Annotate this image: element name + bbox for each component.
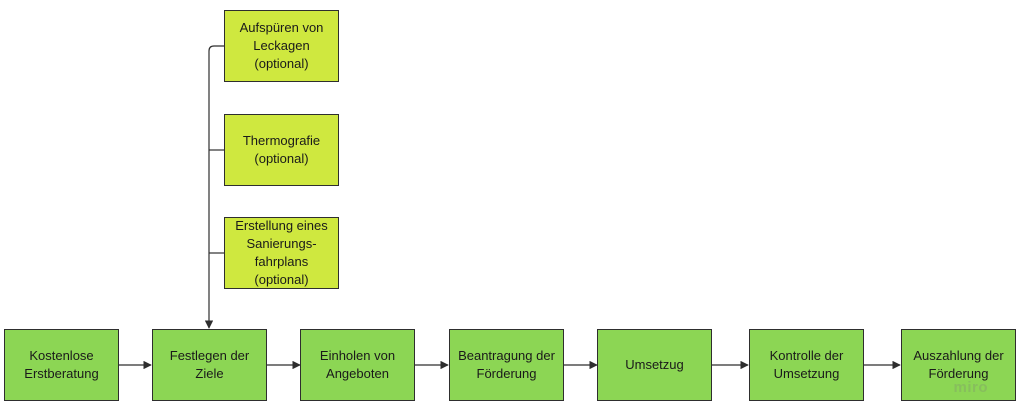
optional-trunk-connector xyxy=(204,45,224,329)
optional-step-thermografie: Thermografie (optional) xyxy=(224,114,339,186)
process-step-angebote: Einholen von Angeboten xyxy=(300,329,415,401)
process-step-kontrolle: Kontrolle der Umsetzung xyxy=(749,329,864,401)
process-step-erstberatung: Kostenlose Erstberatung xyxy=(4,329,119,401)
optional-step-leckagen: Aufspüren von Leckagen (optional) xyxy=(224,10,339,82)
miro-watermark: miro xyxy=(953,379,988,396)
process-step-auszahlung: Auszahlung der Förderung xyxy=(901,329,1016,401)
process-step-beantragung: Beantragung der Förderung xyxy=(449,329,564,401)
optional-step-sanierungsfahrplan: Erstellung eines Sanierungs- fahrplans (… xyxy=(224,217,339,289)
process-step-ziele: Festlegen der Ziele xyxy=(152,329,267,401)
process-step-umsetzung: Umsetzug xyxy=(597,329,712,401)
